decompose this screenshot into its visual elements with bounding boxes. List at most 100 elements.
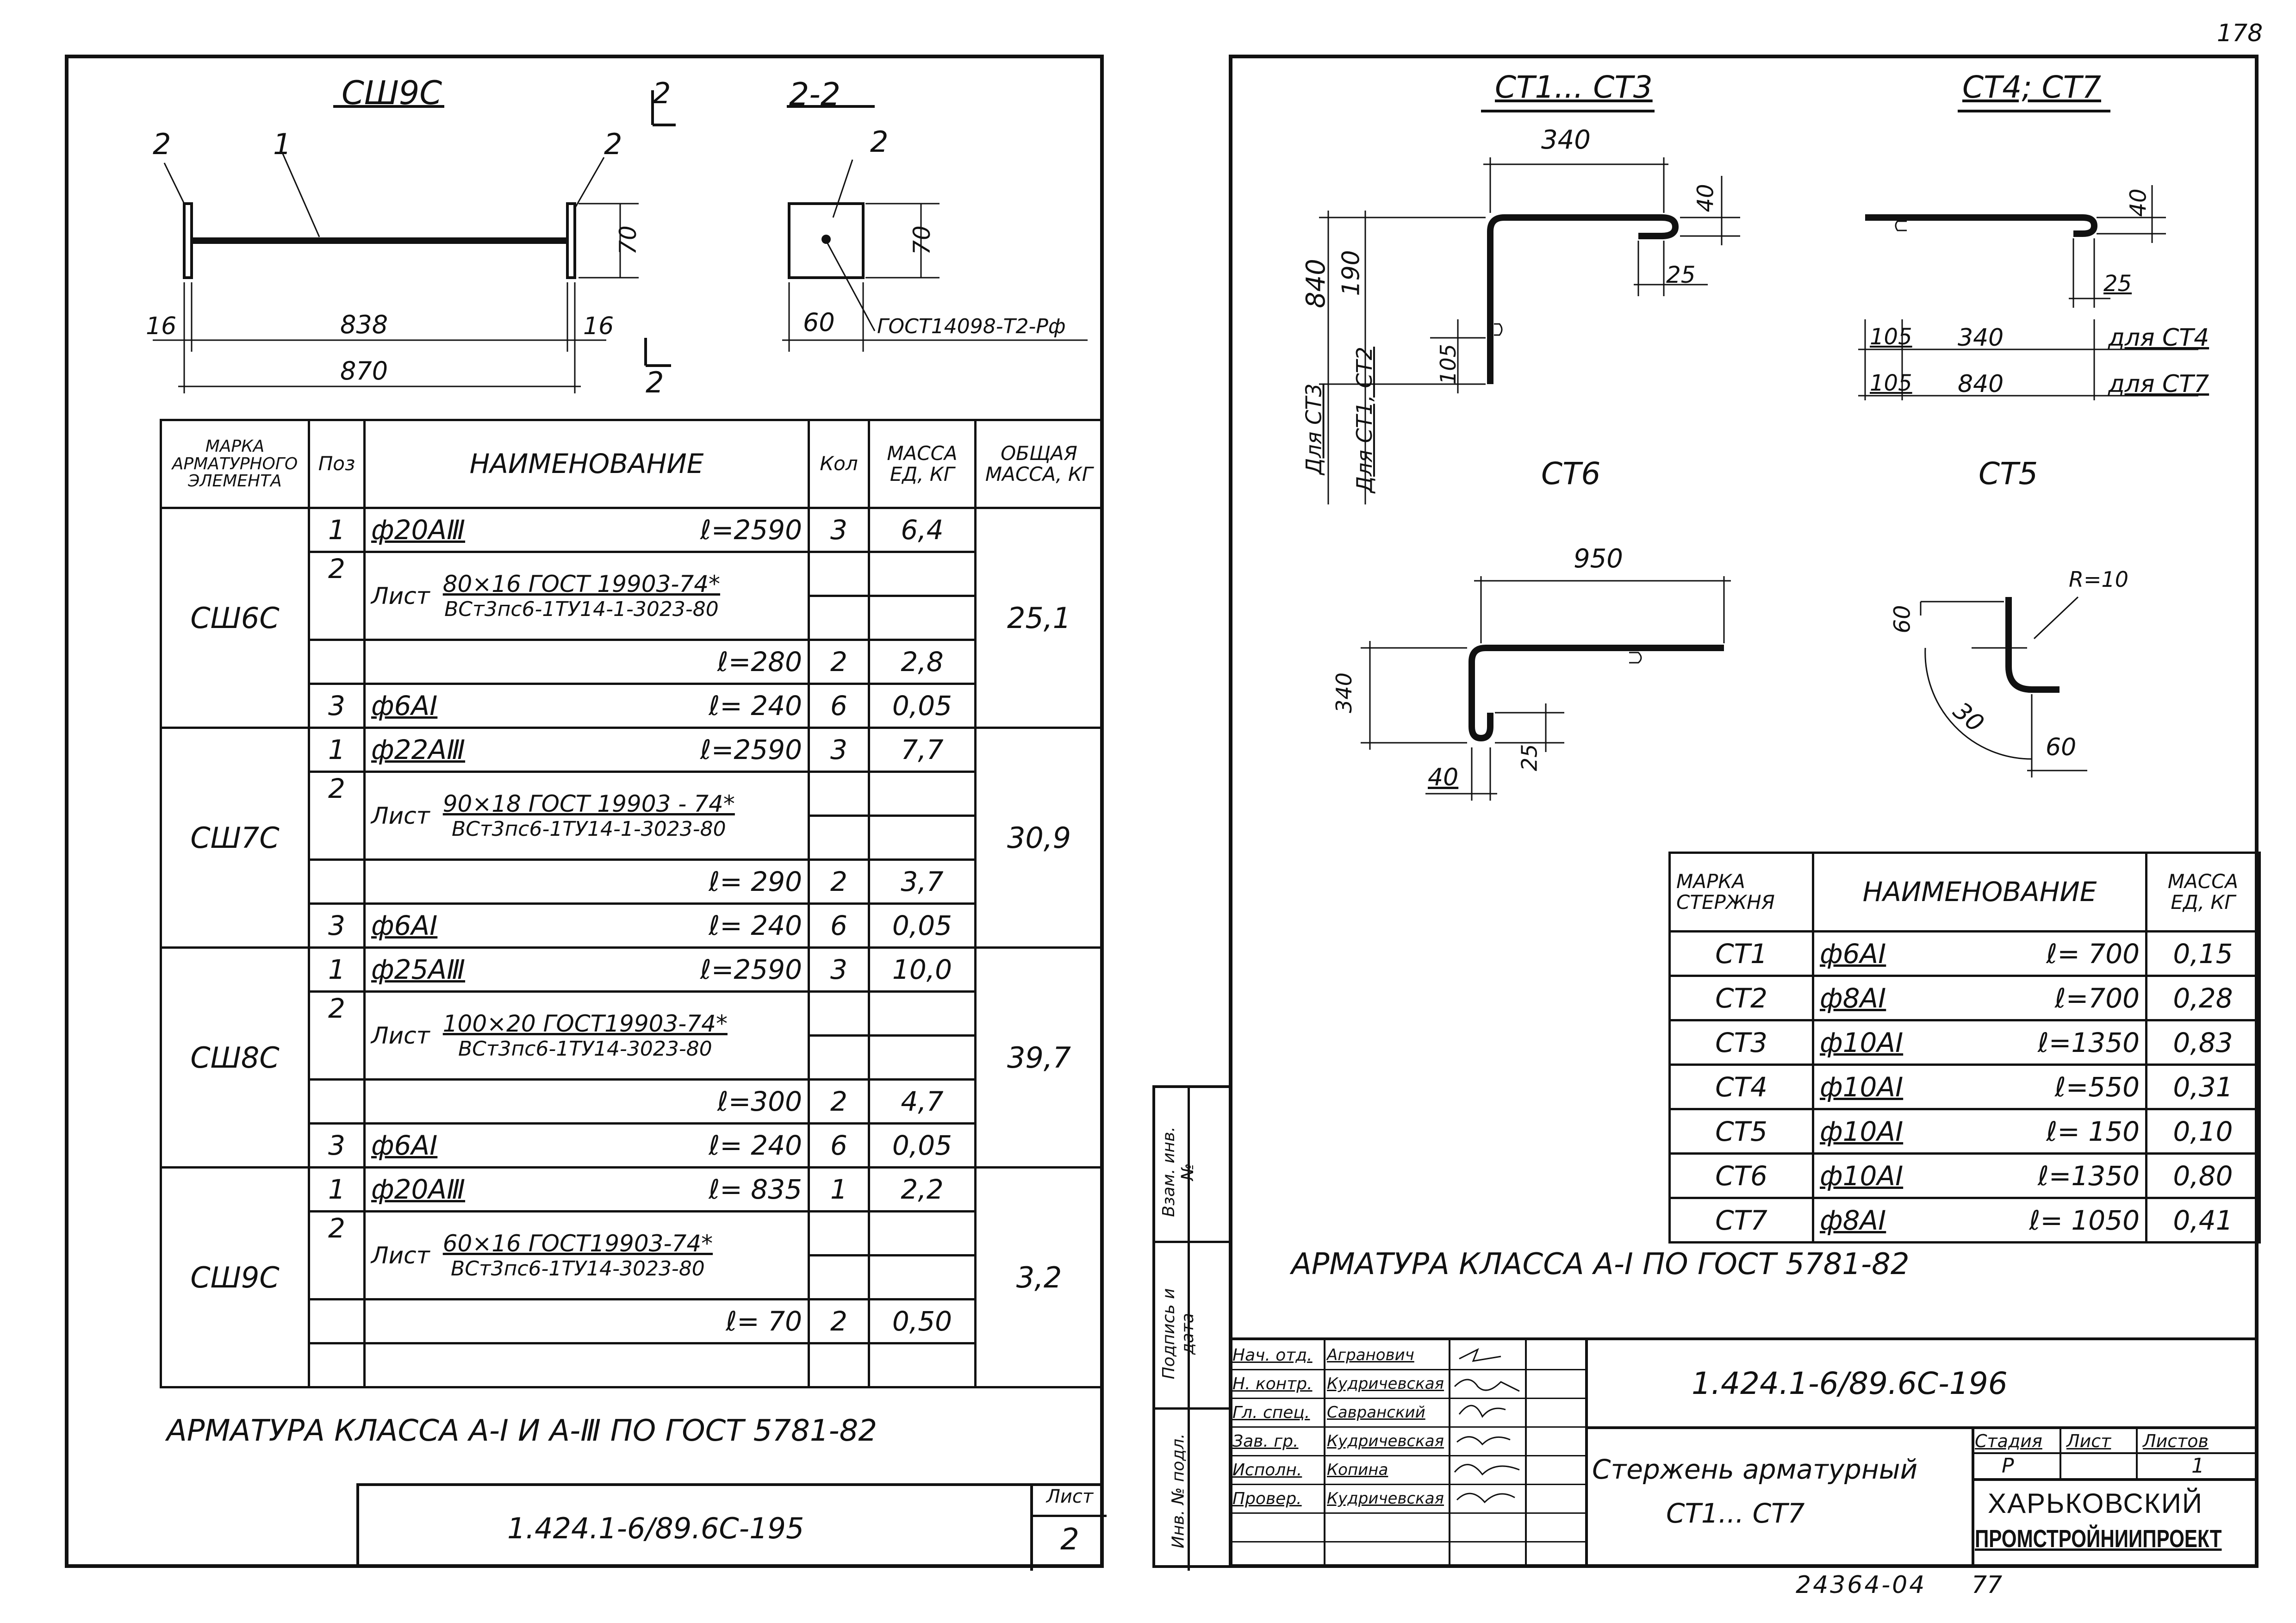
header-name: НАИМЕНОВАНИЕ	[1812, 852, 2147, 933]
side-strip: Взам. инв. № Подпись и дата Инв. № подл.	[1152, 1085, 1232, 1571]
mass-cell: 0,10	[2145, 1108, 2261, 1155]
dim-950: 950	[1574, 544, 1623, 574]
qty-cell: 3	[808, 946, 870, 993]
rod-mark: СТ2	[1668, 975, 1814, 1021]
qty-cell: 2	[808, 639, 870, 685]
page-number: 178	[2217, 19, 2263, 47]
dim-40: 40	[1692, 184, 1719, 212]
header-mass-total: ОБЩАЯ МАССА, КГ	[974, 419, 1104, 509]
pos-label: 2	[153, 127, 171, 161]
dim-16: 16	[583, 312, 614, 340]
header-mass-unit: МАССА ЕД, КГ	[868, 419, 977, 509]
pos-cell: 1	[308, 946, 366, 993]
side-label: Взам. инв. №	[1159, 1126, 1197, 1217]
cut-mark-bottom: 2	[646, 366, 664, 399]
dim-40: 40	[2125, 188, 2152, 217]
left-stamp-sheet-label: Лист	[1033, 1486, 1107, 1517]
signatures	[1454, 1348, 1520, 1504]
pos-label: 1	[273, 127, 292, 161]
element-mark: СШ7С	[160, 727, 310, 949]
for-ct3-label: Для СТ3	[1301, 383, 1326, 475]
for-ct12-label: Для СТ1, СТ2	[1351, 347, 1377, 493]
role-label: Гл. спец.	[1232, 1403, 1310, 1422]
footer-number: 77	[1972, 1571, 2003, 1599]
sheets-label: Листов	[2143, 1431, 2209, 1451]
rod-mark: СТ3	[1668, 1019, 1814, 1066]
dim-840: 840	[1958, 370, 2004, 398]
sheets-value: 1	[2191, 1454, 2204, 1478]
table-row: ℓ= 70 2 0,50	[161, 1298, 1103, 1344]
header-qty: Кол	[808, 419, 870, 509]
pos-cell: 3	[308, 1122, 366, 1169]
dim-838: 838	[340, 310, 388, 339]
dim-16: 16	[146, 312, 177, 340]
pos-cell: 2	[308, 551, 366, 641]
archive-number: 24364-04	[1796, 1571, 1927, 1599]
mass-cell: 0,28	[2145, 975, 2261, 1021]
person-name: Савранский	[1327, 1403, 1425, 1422]
qty-cell: 6	[808, 1122, 870, 1169]
ct1-3-title: СТ1... СТ3	[1495, 69, 1653, 105]
mass-cell: 0,50	[868, 1298, 977, 1344]
mass-cell: 0,05	[868, 683, 977, 729]
doc-code: 1.424.1-6/89.6С-196	[1692, 1366, 2008, 1401]
dim-25: 25	[1517, 744, 1542, 771]
pos-cell: 2	[308, 771, 366, 861]
section-title: 2-2	[789, 76, 841, 113]
pos-cell: 1	[308, 727, 366, 773]
total-mass: 3,2	[974, 1166, 1104, 1388]
pos-cell: 1	[308, 1166, 366, 1213]
qty-cell: 2	[808, 1078, 870, 1125]
gost-note: ГОСТ14098-Т2-Рф	[877, 315, 1066, 338]
org-name-2: ПРОМСТРОЙНИИПРОЕКТ	[1975, 1525, 2222, 1553]
length-cell: ℓ=280	[363, 639, 810, 685]
left-note: АРМАТУРА КЛАССА А-Ⅰ И А-Ⅲ ПО ГОСТ 5781-8…	[167, 1414, 877, 1448]
for-ct7-label: для СТ7	[2108, 370, 2209, 398]
rod-mark: СТ5	[1668, 1108, 1814, 1155]
table-row: ℓ=300 2 4,7	[161, 1078, 1103, 1125]
role-label: Зав. гр.	[1232, 1432, 1299, 1451]
dim-25: 25	[2103, 271, 2132, 297]
total-mass: 30,9	[974, 727, 1104, 949]
ct6-title: СТ6	[1541, 456, 1601, 491]
mass-cell: 2,8	[868, 639, 977, 685]
element-mark: СШ8С	[160, 946, 310, 1169]
mass-cell: 0,15	[2145, 930, 2261, 977]
org-name: ХАРЬКОВСКИЙ	[1988, 1488, 2203, 1519]
person-name: Кудричевская	[1327, 1374, 1444, 1393]
person-name: Кудричевская	[1327, 1489, 1444, 1508]
right-spec-table: МАРКА СТЕРЖНЯ НАИМЕНОВАНИЕ МАССА ЕД, КГ …	[1668, 852, 2261, 1244]
mass-cell: 0,80	[2145, 1152, 2261, 1199]
table-row	[161, 1342, 1103, 1388]
rod-mark: СТ4	[1668, 1063, 1814, 1110]
dim-340: 340	[1958, 324, 2004, 352]
item-title: Стержень арматурный	[1592, 1454, 1918, 1485]
pos-cell: 3	[308, 902, 366, 949]
ct5-title: СТ5	[1979, 456, 2038, 491]
side-label: Инв. № подл.	[1169, 1433, 1188, 1548]
dim-60: 60	[803, 308, 835, 337]
person-name: Агранович	[1327, 1346, 1414, 1364]
dim-60: 60	[2046, 734, 2077, 761]
drawing-title: СШ9С	[342, 74, 442, 112]
table-row	[161, 1034, 1103, 1081]
left-stamp-sheet-cell: Лист 2	[1030, 1486, 1107, 1571]
mass-cell: 6,4	[868, 507, 977, 553]
qty-cell: 6	[808, 902, 870, 949]
